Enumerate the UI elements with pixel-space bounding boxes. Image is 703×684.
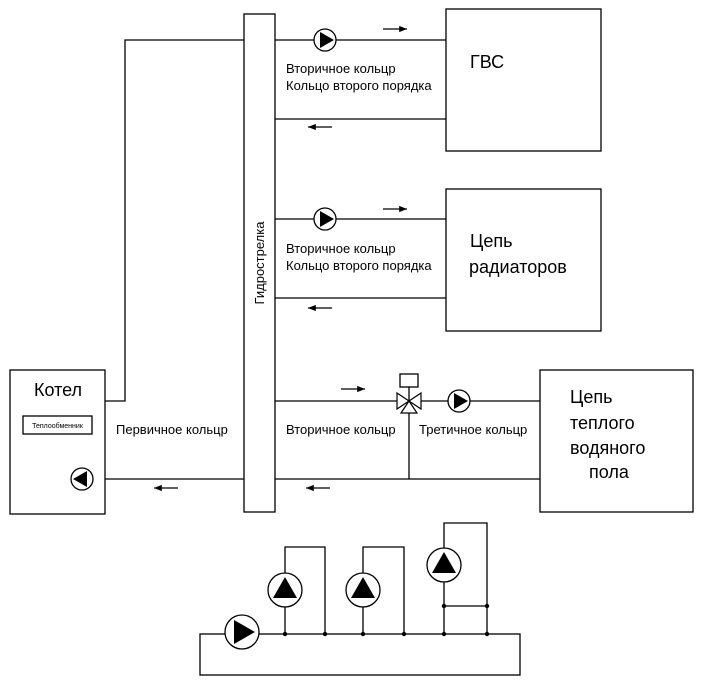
lower-scheme bbox=[199, 522, 521, 676]
second-order-ring-label: Кольцо второго порядка bbox=[286, 78, 432, 93]
tertiary-ring-label: Третичное кольцр bbox=[419, 422, 527, 437]
floor-label-line3: водяного bbox=[570, 438, 645, 458]
dhw-box bbox=[445, 8, 602, 152]
pump-icon bbox=[426, 547, 462, 583]
hydro-arrow-box bbox=[243, 13, 276, 513]
pump-icon bbox=[447, 389, 471, 413]
floor-label-line1: Цепь bbox=[570, 387, 612, 407]
three-way-valve-icon bbox=[396, 373, 422, 414]
secondary-ring-label: Вторичное кольцр bbox=[286, 241, 396, 256]
secondary-ring-label: Вторичное кольцр bbox=[286, 422, 396, 437]
heat-exchanger-label: Теплообменник bbox=[32, 422, 84, 430]
primary-supply-pipe bbox=[57, 39, 244, 402]
dhw-label: ГВС bbox=[470, 52, 504, 72]
pump-icon bbox=[267, 572, 303, 608]
hydro-arrow-label: Гидрострелка bbox=[252, 221, 267, 305]
floor-heating-box bbox=[539, 369, 694, 513]
pump-icon bbox=[313, 207, 337, 231]
radiators-box bbox=[445, 188, 602, 332]
pump-icon bbox=[224, 614, 260, 650]
radiators-label-line2: радиаторов bbox=[469, 257, 567, 277]
boiler-label: Котел bbox=[34, 380, 82, 400]
pump-icon bbox=[345, 572, 381, 608]
secondary-ring-label: Вторичное кольцр bbox=[286, 61, 396, 76]
boiler-box bbox=[9, 369, 106, 515]
heat-exchanger-box bbox=[22, 415, 93, 435]
pump-icon bbox=[313, 28, 337, 52]
main-loop bbox=[199, 633, 521, 676]
second-order-ring-label: Кольцо второго порядка bbox=[286, 258, 432, 273]
floor-label-line4: пола bbox=[589, 462, 630, 482]
primary-ring-label: Первичное кольцр bbox=[116, 422, 228, 437]
radiators-label-line1: Цепь bbox=[470, 231, 512, 251]
floor-label-line2: теплого bbox=[570, 413, 635, 433]
pump-icon bbox=[70, 467, 94, 491]
